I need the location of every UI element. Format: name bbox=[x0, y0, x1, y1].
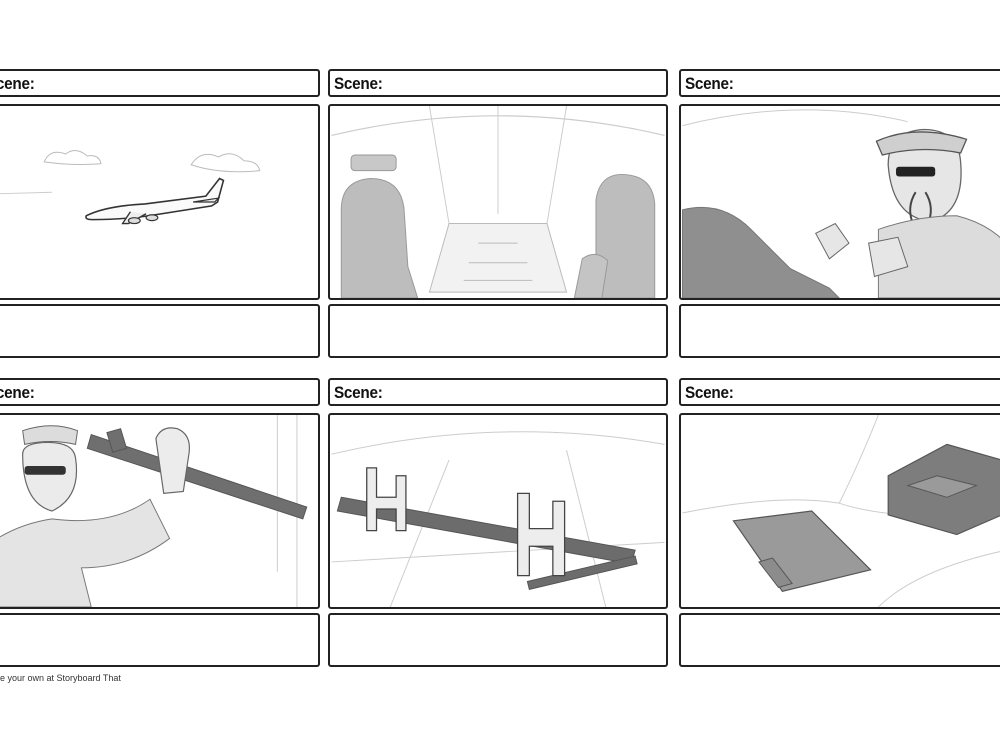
footer-credit[interactable]: e your own at Storyboard That bbox=[0, 673, 121, 683]
caption-box[interactable] bbox=[0, 304, 320, 358]
caption-box[interactable] bbox=[679, 304, 1000, 358]
scene-title-box[interactable]: Scene: bbox=[0, 69, 320, 97]
pilot-at-controls-sketch bbox=[681, 109, 1000, 298]
cockpit-pilots-sketch bbox=[331, 106, 665, 298]
panel-image-cockpit[interactable] bbox=[328, 104, 668, 300]
cockpit-panel-detail-sketch bbox=[682, 415, 1000, 607]
panel-image-cockpit-panel[interactable] bbox=[679, 413, 1000, 609]
scene-title-box[interactable]: Scene: bbox=[328, 69, 668, 97]
scene-label: Scene: bbox=[685, 383, 734, 402]
scene-label: Scene: bbox=[334, 74, 383, 93]
scene-title-box[interactable]: Scene: bbox=[0, 378, 320, 406]
panel-image-lever-closeup[interactable] bbox=[328, 413, 668, 609]
airplane-flying-sketch bbox=[0, 150, 261, 225]
control-lever-closeup-sketch bbox=[331, 431, 665, 607]
scene-title-box[interactable]: Scene: bbox=[679, 378, 1000, 406]
caption-box[interactable] bbox=[328, 304, 668, 358]
scene-label: Scene: bbox=[0, 383, 35, 402]
scene-label: Scene: bbox=[334, 383, 383, 402]
caption-box[interactable] bbox=[679, 613, 1000, 667]
panel-image-pilot-lever[interactable] bbox=[0, 413, 320, 609]
panel-image-airplane[interactable] bbox=[0, 104, 320, 300]
panel-image-pilot-controls[interactable] bbox=[679, 104, 1000, 300]
scene-label: Scene: bbox=[0, 74, 35, 93]
scene-title-box[interactable]: Scene: bbox=[328, 378, 668, 406]
caption-box[interactable] bbox=[0, 613, 320, 667]
scene-label: Scene: bbox=[685, 74, 734, 93]
scene-title-box[interactable]: Scene: bbox=[679, 69, 1000, 97]
pilot-holding-lever-sketch bbox=[0, 415, 308, 607]
caption-box[interactable] bbox=[328, 613, 668, 667]
